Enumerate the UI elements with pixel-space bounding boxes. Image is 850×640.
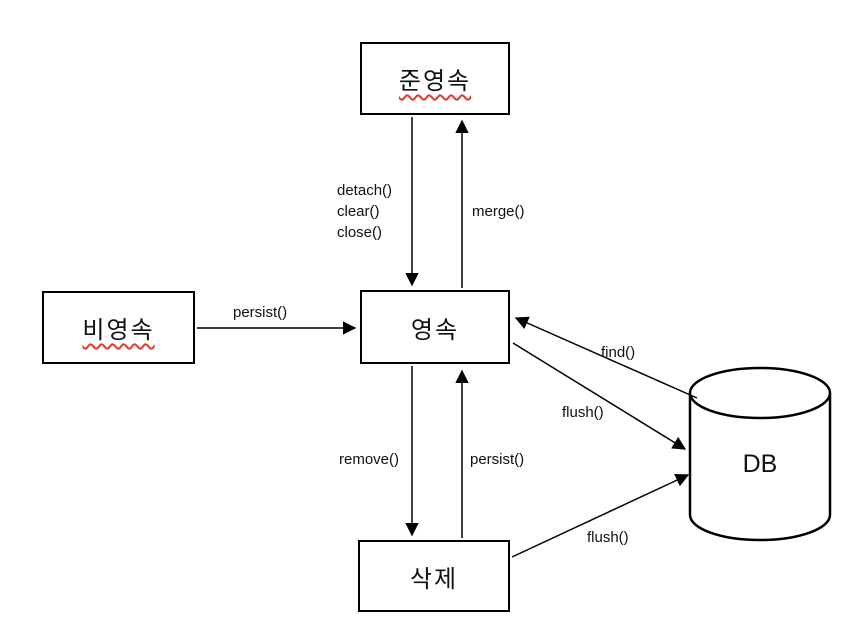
arrow-flush-from-removed [511,474,690,558]
edge-label-detach: detach() [337,182,393,199]
edge-label-detach-group: detach() clear() close() [337,180,392,243]
arrow-flush-from-managed [512,342,687,450]
edge-label-clear: clear() [337,203,380,220]
edge-label-persist-from-transient: persist() [233,304,288,321]
node-removed-label: 삭제 [409,565,459,593]
node-removed-box: 삭제 [358,540,510,612]
edge-label-remove: remove() [339,451,400,468]
edge-label-flush-from-managed: flush() [562,404,604,421]
db-cylinder-top [688,366,832,420]
node-managed-box: 영속 [360,290,510,364]
node-managed-label: 영속 [410,316,460,344]
db-cylinder-body [688,393,832,542]
edge-label-close: close() [337,224,383,241]
edge-label-flush-from-removed: flush() [587,529,629,546]
edge-label-find: find() [601,344,636,361]
node-detached-box: 준영속 [360,42,510,115]
db-cylinder [688,366,832,542]
edge-label-persist-from-removed: persist() [470,451,525,468]
edge-label-merge: merge() [472,203,525,220]
node-transient-label: 비영속 [82,317,155,344]
db-label: DB [742,450,778,478]
arrow-find [514,316,698,399]
node-detached-label: 준영속 [398,68,472,95]
node-transient-box: 비영속 [42,291,195,364]
